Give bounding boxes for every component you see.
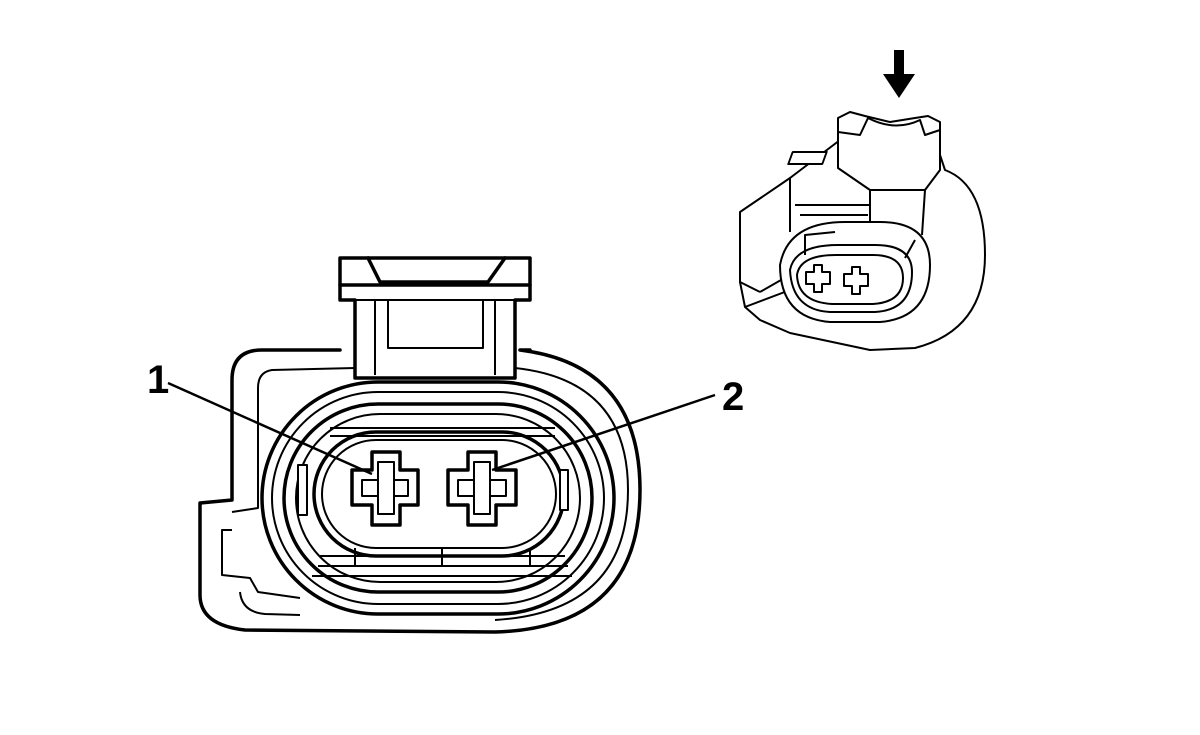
connector-isometric-view xyxy=(739,50,986,351)
iso-pin-2 xyxy=(843,266,869,295)
pin-2-leader-line xyxy=(491,393,716,472)
seal-rings xyxy=(260,380,616,616)
pin-1-leader-line xyxy=(167,381,373,476)
pin-2-label: 2 xyxy=(722,375,744,419)
pin-2-terminal xyxy=(446,450,518,527)
connector-housing xyxy=(198,348,642,634)
iso-pin-1 xyxy=(805,264,831,293)
connector-front-view: 1 2 xyxy=(147,256,744,634)
down-arrow-icon xyxy=(883,50,915,98)
pin-1-terminal xyxy=(350,450,420,527)
locking-latch xyxy=(338,256,532,380)
contact-carrier xyxy=(297,427,572,577)
pin-1-label: 1 xyxy=(147,358,169,402)
